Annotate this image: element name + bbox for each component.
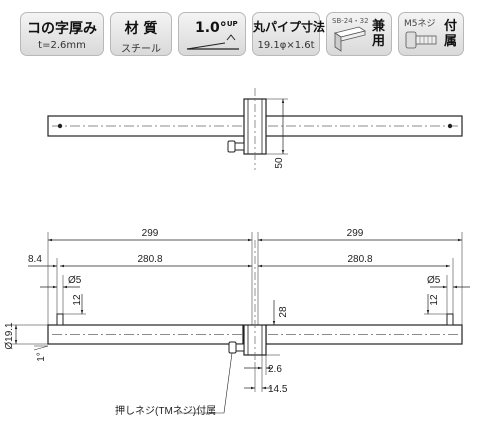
material-label: 材 質	[124, 21, 158, 37]
combo-label: 兼用	[372, 19, 386, 49]
pin-right	[446, 313, 454, 326]
thickness-spec-tile: コの字厚み t=2.6mm	[20, 12, 104, 56]
thickness-value: t=2.6mm	[38, 40, 86, 51]
combo-model: SB-24・32	[332, 17, 369, 25]
angle-value: 1.0°	[195, 20, 227, 36]
dim-d5-left: Ø5	[68, 275, 82, 286]
dim-8-4: 8.4	[28, 254, 42, 265]
top-view-hole-right	[447, 123, 453, 129]
bracket-icon	[334, 26, 366, 52]
screw-spec-tile: M5ネジ 付属	[398, 12, 464, 56]
dim-50: 50	[274, 157, 285, 169]
screw-model: M5ネジ	[404, 19, 436, 29]
pipe-spec-tile: 丸パイプ寸法 19.1φ×1.6t	[252, 12, 326, 56]
thickness-label: コの字厚み	[27, 21, 97, 37]
material-value: スチール	[121, 44, 161, 55]
dim-28: 28	[278, 306, 289, 318]
screw-label: 付属	[444, 19, 458, 49]
spec-tiles-row: コの字厚み t=2.6mm 材 質 スチール 1.0°UP 丸パイプ寸法 19.…	[14, 6, 466, 62]
material-spec-tile: 材 質 スチール	[110, 12, 172, 56]
pin-left	[56, 313, 64, 326]
angle-spec-tile: 1.0°UP	[178, 12, 246, 56]
dim-299-right: 299	[347, 228, 364, 239]
top-view: 50	[47, 88, 463, 170]
dim-d19-1: Ø19.1	[4, 322, 15, 350]
pipe-value: 19.1φ×1.6t	[257, 40, 315, 51]
dim-14-5: 14.5	[268, 384, 288, 395]
screw-icon	[405, 31, 437, 49]
callout-leader	[178, 352, 233, 414]
dim-280-8-right: 280.8	[347, 254, 372, 265]
angle-up-icon	[186, 34, 239, 50]
top-view-hole-left	[57, 123, 63, 129]
dim-1deg: 1°	[36, 352, 47, 362]
pipe-label: 丸パイプ寸法	[253, 20, 326, 34]
dim-280-8-left: 280.8	[137, 254, 162, 265]
callout-push-screw: 押しネジ(TMネジ)付属	[115, 404, 216, 417]
dim-12-right: 12	[429, 294, 440, 306]
dim-299-left: 299	[142, 228, 159, 239]
dim-d5-right: Ø5	[427, 275, 441, 286]
angle-unit: UP	[226, 20, 238, 28]
dim-12-left: 12	[72, 294, 83, 306]
front-view: 299 299 8.4 280.8 280.8 Ø5 Ø5 12 12	[4, 228, 470, 417]
dim-2-6: 2.6	[268, 364, 282, 375]
combo-spec-tile: SB-24・32 兼用	[326, 12, 392, 56]
